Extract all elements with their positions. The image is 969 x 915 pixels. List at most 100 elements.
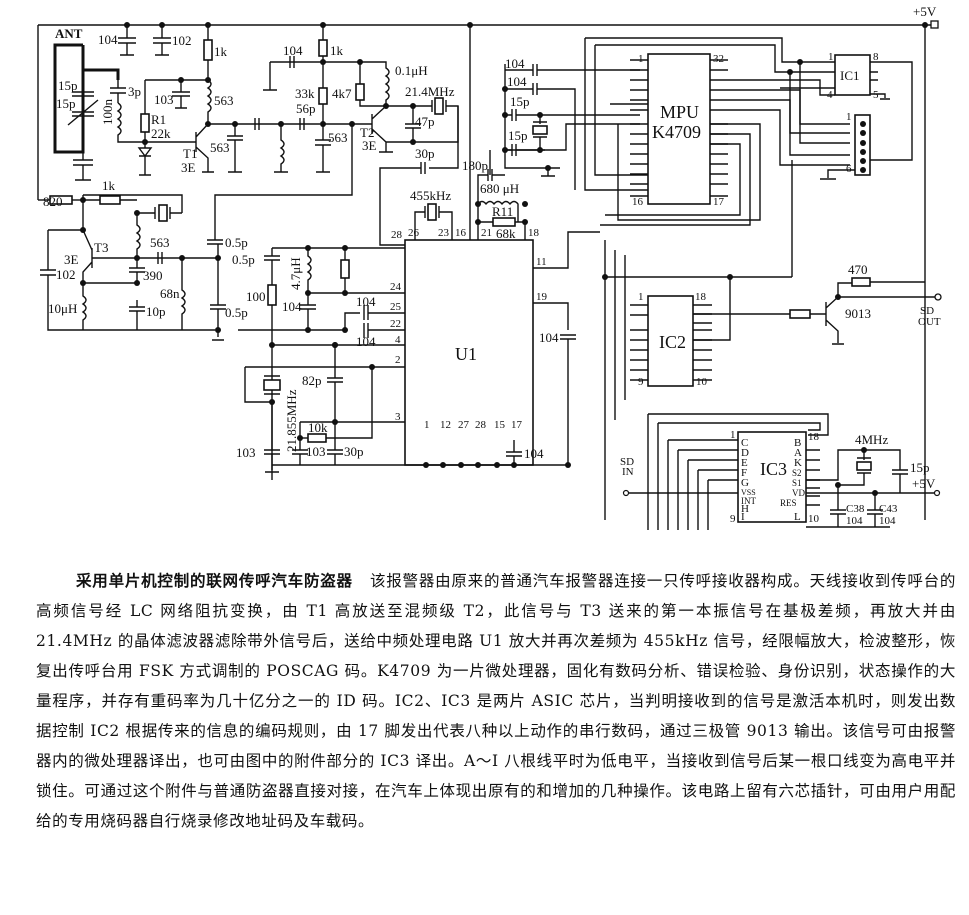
- ic1-pin-5: 5: [873, 89, 879, 101]
- c-30p-b-label: 30p: [344, 444, 364, 459]
- u1-pin-16: 16: [455, 227, 467, 239]
- caption-body: 该报警器由原来的普通汽车报警器连接一只传呼接收器构成。天线接收到传呼台的高频信号…: [36, 572, 956, 830]
- c-103-c-label: 103: [306, 444, 326, 459]
- r-10k-label: 10k: [308, 420, 328, 435]
- u1-input-network: 0.5p 100 4.7μH 104 104 104: [232, 245, 405, 480]
- c-104-d-label: 104: [356, 294, 376, 309]
- caption-paragraph: 采用单片机控制的联网传呼汽车防盗器 该报警器由原来的普通汽车报警器连接一只传呼接…: [36, 566, 956, 836]
- ic3-pin-k: K: [794, 457, 802, 469]
- ic3-chip: IC3 1 18 9 10 C D E F G VSS INT H I B A …: [620, 413, 941, 530]
- ic2-label: IC2: [659, 332, 686, 352]
- r11-value-label: 68k: [496, 226, 516, 241]
- ic3-supply-label: +5V: [912, 476, 936, 491]
- c-10p-label: 10p: [146, 304, 166, 319]
- u1-pin-23: 23: [438, 227, 450, 239]
- c-104-a-label: 104: [98, 32, 118, 47]
- r-1k-b-label: 1k: [330, 43, 344, 58]
- u1-pin-19: 19: [536, 291, 548, 303]
- vcc-terminal: [933, 489, 941, 497]
- ic2-pin-9: 9: [638, 376, 644, 388]
- c-104-i-label: 104: [507, 74, 527, 89]
- ic1-pin-4: 4: [827, 89, 833, 101]
- c-104-b-label: 104: [283, 43, 303, 58]
- t1-name-label: T1: [183, 146, 197, 161]
- u1-pin-28b: 28: [475, 419, 487, 431]
- u1-pin-15: 15: [494, 419, 506, 431]
- caption-title: 采用单片机控制的联网传呼汽车防盗器: [76, 572, 353, 590]
- ic3-pin-10: 10: [808, 513, 820, 525]
- c-30p-a-label: 30p: [415, 146, 435, 161]
- ic3-pin-9: 9: [730, 513, 736, 525]
- c43-name-label: C43: [879, 503, 898, 515]
- u1-pin-11: 11: [536, 256, 547, 268]
- ic3-pin-s1: S1: [792, 478, 802, 488]
- c-563-c-label: 563: [150, 235, 170, 250]
- sd-out-terminal: [934, 293, 942, 301]
- mpu-part-label: K4709: [652, 122, 701, 142]
- ic3-pin-1: 1: [730, 429, 736, 441]
- ic3-pin-l: L: [794, 511, 801, 523]
- l-68n-label: 68n: [160, 286, 180, 301]
- u1-pin-26: 26: [408, 227, 420, 239]
- antenna-section: ANT 15p 15p 3p 100n: [53, 26, 145, 181]
- u1-pin-22: 22: [390, 318, 401, 330]
- u1-pin-2: 2: [395, 354, 401, 366]
- r-33k-label: 33k: [295, 86, 315, 101]
- c-104-f-label: 104: [539, 330, 559, 345]
- c-05p-b-label: 0.5p: [232, 252, 255, 267]
- u1-pin-24: 24: [390, 281, 402, 293]
- figure-caption: 采用单片机控制的联网传呼汽车防盗器 该报警器由原来的普通汽车报警器连接一只传呼接…: [36, 566, 956, 836]
- ic3-pin-g: G: [741, 477, 749, 489]
- mpu-pin-32: 32: [713, 53, 724, 65]
- u1-pin-18: 18: [528, 227, 540, 239]
- c38-value-label: 104: [846, 515, 863, 527]
- mpu-clock-network: 104 104 15p 15p: [502, 56, 640, 190]
- t3-type-label: 3E: [64, 252, 79, 267]
- l-563-a-label: 563: [214, 93, 234, 108]
- c-05p-c-label: 0.5p: [225, 305, 248, 320]
- r11-name-label: R11: [492, 204, 513, 219]
- xtal-455-label: 455kHz: [410, 188, 451, 203]
- ic3-pin-vd: VD: [792, 488, 805, 498]
- mpu-name-label: MPU: [660, 102, 699, 122]
- l-680uh-label: 680 μH: [480, 181, 519, 196]
- l-100n-label: 100n: [100, 99, 115, 126]
- r1-name-label: R1: [151, 112, 166, 127]
- mpu-pin-16: 16: [632, 196, 644, 208]
- ic3-pin-int: INT: [741, 496, 756, 506]
- r-100-label: 100: [246, 289, 266, 304]
- r1-value-label: 22k: [151, 126, 171, 141]
- antenna-label: ANT: [55, 26, 83, 41]
- c-15p-e-label: 15p: [910, 460, 930, 475]
- c-82p-label: 82p: [302, 373, 322, 388]
- c-102-a-label: 102: [172, 33, 192, 48]
- ic3-pin-vss: VSS: [741, 488, 756, 497]
- u1-pin-27: 27: [458, 419, 470, 431]
- c-103-b-label: 103: [236, 445, 256, 460]
- u1-label: U1: [455, 344, 477, 364]
- xtal-21-4-label: 21.4MHz: [405, 84, 455, 99]
- circuit-schematic: +5V ANT 15p 15p 3p 100n 104 102 1k 103: [37, 4, 942, 530]
- mpu-pin-17: 17: [713, 196, 725, 208]
- t2-stage: 1k 104 33k 56p 563 4k7 0.1μH T2 3E 47p 2…: [214, 22, 459, 246]
- r-1k-a-label: 1k: [214, 44, 228, 59]
- xtal-4mhz-label: 4MHz: [855, 432, 888, 447]
- c-180p-label: 180p: [462, 158, 488, 173]
- u1-pin-4: 4: [395, 334, 401, 346]
- u1-pin-21: 21: [481, 227, 492, 239]
- c-563-b-label: 563: [328, 130, 348, 145]
- t3-stage: 820 1k 102 T3 3E 10μH 390 10p 563 68n 0.…: [38, 178, 248, 341]
- ic1-pin-1: 1: [828, 51, 834, 63]
- ic2-pin-18: 18: [695, 291, 707, 303]
- u1-pin-3: 3: [395, 411, 401, 423]
- r-470-label: 470: [848, 262, 868, 277]
- u1-pin-17: 17: [511, 419, 523, 431]
- decoupling-caps: 104 102: [98, 22, 192, 56]
- ic3-pin-18: 18: [808, 431, 820, 443]
- t2-type-label: 3E: [362, 138, 377, 153]
- c-102-b-label: 102: [56, 267, 76, 282]
- ic3-pin-a: A: [794, 447, 802, 459]
- c-103-a-label: 103: [154, 92, 174, 107]
- ic3-label: IC3: [760, 459, 787, 479]
